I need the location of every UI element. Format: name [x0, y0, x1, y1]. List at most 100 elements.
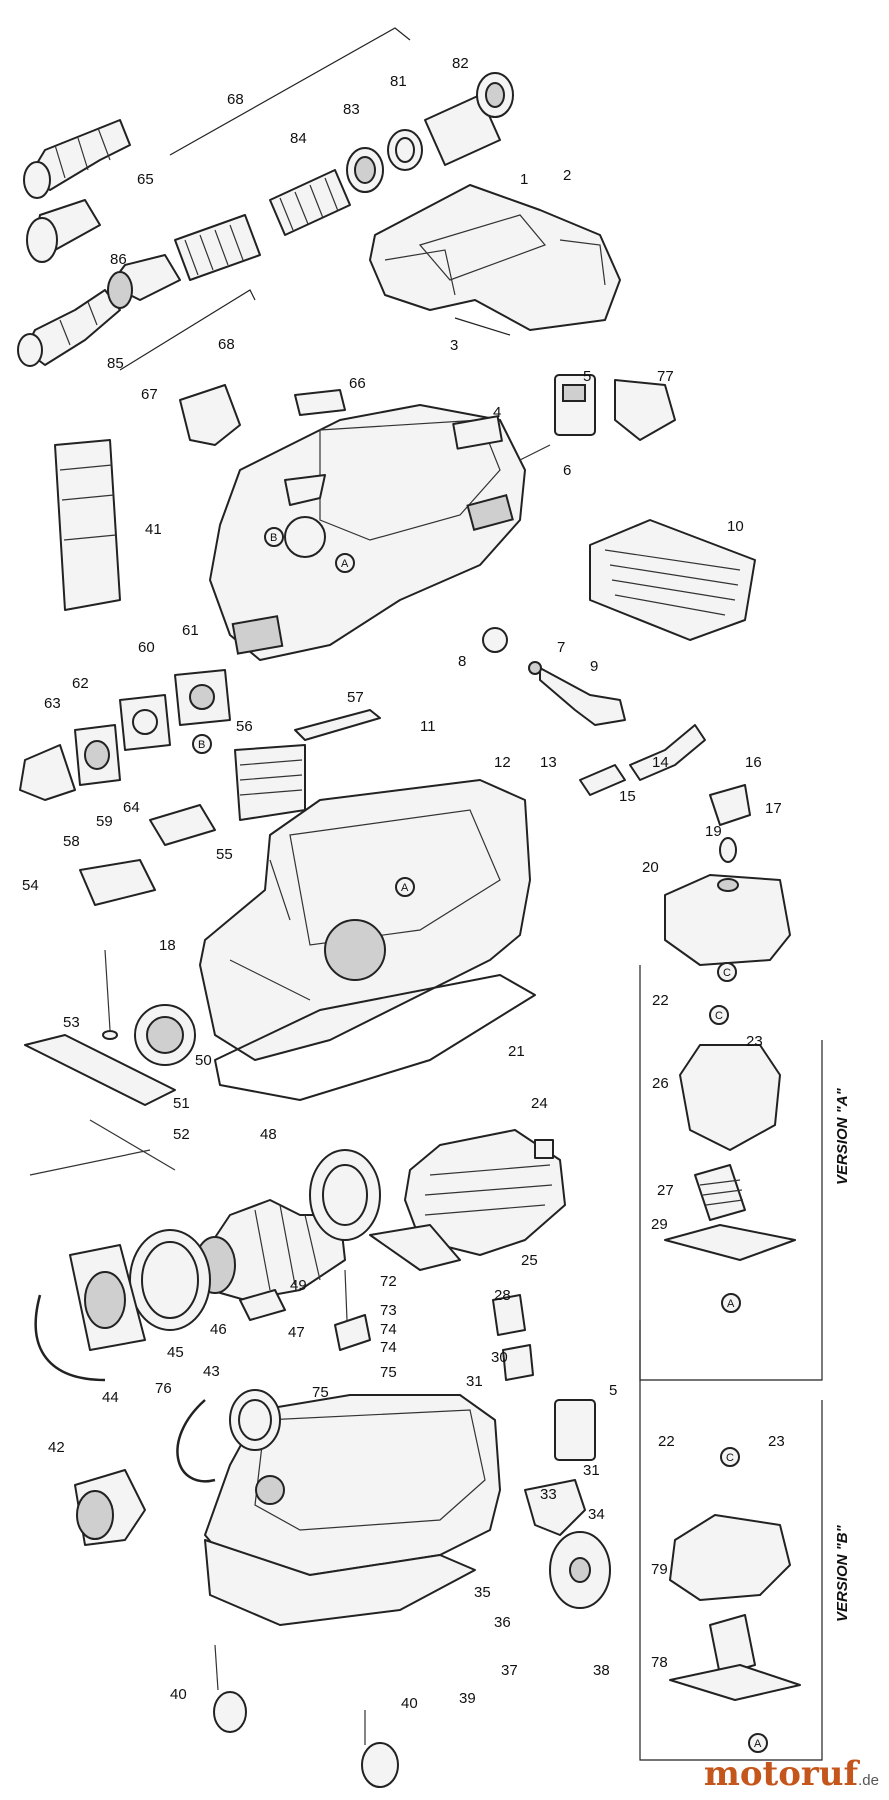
- label-76: 76: [155, 1380, 172, 1397]
- label-42: 42: [48, 1439, 65, 1456]
- marker-a-version-b: A: [748, 1733, 768, 1753]
- label-46: 46: [210, 1321, 227, 1338]
- label-45: 45: [167, 1344, 184, 1361]
- label-36: 36: [494, 1614, 511, 1631]
- reference-markers: A B A B C C A C: [192, 527, 768, 1753]
- label-78: 78: [651, 1654, 668, 1671]
- svg-text:C: C: [726, 1452, 734, 1464]
- label-16: 16: [745, 754, 762, 771]
- label-51: 51: [173, 1095, 190, 1112]
- label-60: 60: [138, 639, 155, 656]
- base-plate-29: [664, 1224, 796, 1261]
- strip-57: [294, 709, 381, 741]
- label-21: 21: [508, 1043, 525, 1060]
- label-44: 44: [102, 1389, 119, 1406]
- screw-72: [344, 1269, 348, 1321]
- svg-text:A: A: [754, 1738, 762, 1750]
- gasket-21: [214, 974, 536, 1101]
- svg-text:B: B: [198, 739, 205, 751]
- hose-44: [34, 1294, 106, 1382]
- screw-6: [519, 444, 551, 461]
- tank-39: [204, 1394, 501, 1626]
- label-22b: 22: [658, 1433, 675, 1450]
- marker-a-version-a: A: [721, 1293, 741, 1313]
- label-23b: 23: [768, 1433, 785, 1450]
- label-5b: 5: [609, 1382, 617, 1399]
- label-63: 63: [44, 695, 61, 712]
- label-49: 49: [290, 1277, 307, 1294]
- side-panel-56: [234, 744, 306, 821]
- label-53: 53: [63, 1014, 80, 1031]
- caster-40-left: [213, 1644, 247, 1733]
- label-37: 37: [501, 1662, 518, 1679]
- label-4: [452, 415, 503, 450]
- label-22a: 22: [652, 992, 669, 1009]
- label-73: 73: [380, 1302, 397, 1319]
- svg-text:A: A: [341, 558, 349, 570]
- label-67: 67: [141, 386, 158, 403]
- spacer-19: [719, 837, 737, 863]
- bracket-73: [334, 1314, 371, 1351]
- label-54: 54: [22, 877, 39, 894]
- label-75a: 75: [380, 1364, 397, 1381]
- label-40a: 40: [170, 1686, 187, 1703]
- label-29: 29: [651, 1216, 668, 1233]
- bracket-77: [614, 379, 676, 441]
- label-50: 50: [195, 1052, 212, 1069]
- label-9: 9: [590, 658, 598, 675]
- bracket-55: [149, 804, 216, 846]
- label-74b: 74: [380, 1339, 397, 1356]
- watermark-brand: motoruf: [703, 1754, 859, 1794]
- flange-62: [119, 694, 171, 751]
- screw-54: [102, 949, 118, 1040]
- cable-gland-15: [579, 764, 626, 796]
- switch-78: [709, 1614, 756, 1676]
- label-25: 25: [521, 1252, 538, 1269]
- svg-text:A: A: [401, 882, 409, 894]
- motor-housing-79: [669, 1514, 791, 1601]
- label-34: 34: [588, 1506, 605, 1523]
- svg-text:C: C: [715, 1010, 723, 1022]
- label-39: 39: [459, 1690, 476, 1707]
- marker-b-mid: B: [192, 734, 212, 754]
- label-84: 84: [290, 130, 307, 147]
- hose-end-81-82: [424, 72, 514, 166]
- label-74a: 74: [380, 1321, 397, 1338]
- panel-25: [369, 1129, 566, 1271]
- cap-20: [664, 874, 791, 966]
- version-b-label: VERSION "B": [834, 1524, 851, 1622]
- ring-48: [309, 1149, 381, 1241]
- svg-text:A: A: [727, 1298, 735, 1310]
- ring-46: [129, 1229, 211, 1331]
- terminal-58: [79, 859, 156, 906]
- label-61: 61: [182, 622, 199, 639]
- label-41: 41: [145, 521, 162, 538]
- label-7: 7: [557, 639, 565, 656]
- label-40b: 40: [401, 1695, 418, 1712]
- watermark-tld: .de: [858, 1772, 879, 1789]
- version-b-bracket: [639, 1320, 823, 1761]
- clip-24: [534, 1139, 554, 1159]
- part-number-labels: 1 2 3 4 5 5 6 7 8 9 10 11 12 13 14 15 16…: [22, 55, 785, 1712]
- label-68b: 68: [218, 336, 235, 353]
- version-a-label: VERSION "A": [834, 1087, 851, 1185]
- hose-section: [174, 169, 351, 281]
- seal-76: [176, 1399, 216, 1483]
- label-83: 83: [343, 101, 360, 118]
- middle-housing-18: [199, 779, 531, 1061]
- rod-3: [454, 317, 511, 336]
- valve-50: [134, 1004, 196, 1066]
- label-26: 26: [652, 1075, 669, 1092]
- knob-17: [709, 784, 751, 826]
- label-68a: 68: [227, 91, 244, 108]
- label-4: 4: [493, 404, 501, 421]
- motor-49: [194, 1199, 346, 1301]
- label-79: 79: [651, 1561, 668, 1578]
- top-cover-2: [369, 184, 621, 331]
- cartridge-filter-10: [589, 519, 756, 641]
- label-58: 58: [63, 833, 80, 850]
- label-75b: 75: [312, 1384, 329, 1401]
- label-1: 1: [520, 171, 528, 188]
- label-23a: 23: [746, 1033, 763, 1050]
- inlet-42: [74, 1469, 146, 1546]
